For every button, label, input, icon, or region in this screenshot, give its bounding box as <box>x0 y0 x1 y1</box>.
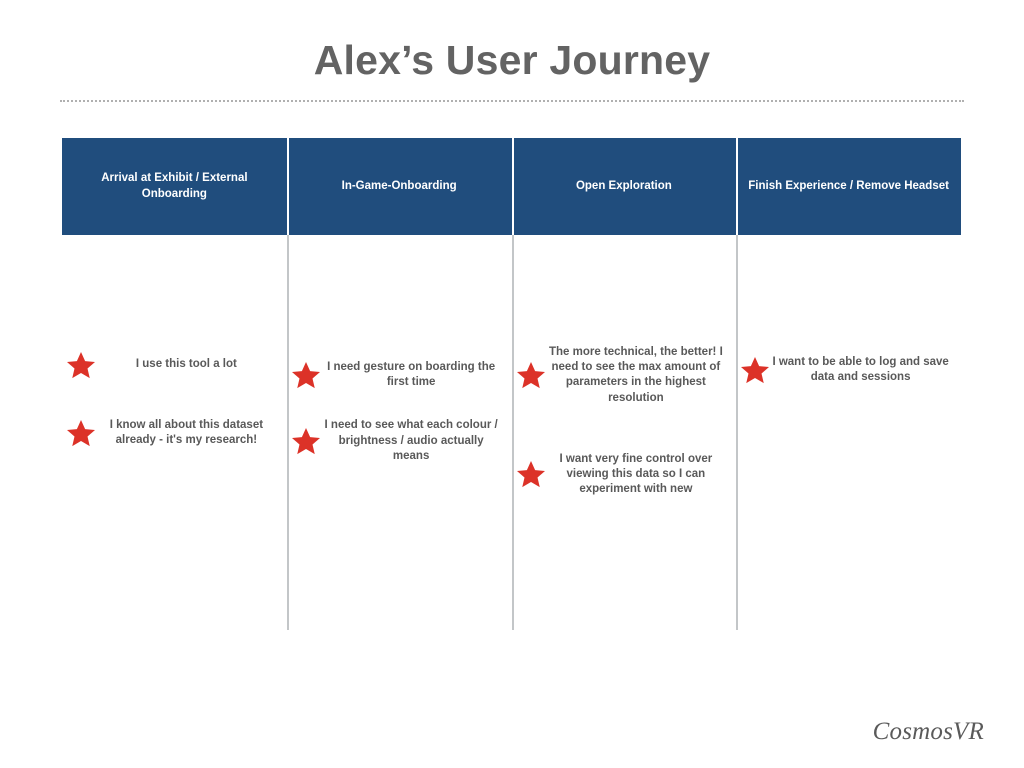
star-icon <box>516 459 546 489</box>
journey-item: The more technical, the better! I need t… <box>512 345 737 406</box>
journey-item: I use this tool a lot <box>62 350 287 380</box>
journey-body-row: I use this tool a lot I know all about t… <box>62 235 961 630</box>
journey-item: I need gesture on boarding the first tim… <box>287 360 512 390</box>
star-icon <box>66 418 96 448</box>
journey-item-text: I want to be able to log and save data a… <box>772 356 949 384</box>
title-divider <box>60 100 964 102</box>
journey-column-finish-experience: I want to be able to log and save data a… <box>736 235 961 630</box>
journey-column-in-game-onboarding: I need gesture on boarding the first tim… <box>286 235 512 630</box>
journey-item-text: The more technical, the better! I need t… <box>548 346 723 404</box>
journey-item: I need to see what each colour / brightn… <box>287 418 512 464</box>
journey-column-open-exploration: The more technical, the better! I need t… <box>511 235 737 630</box>
journey-item-text: I use this tool a lot <box>135 358 237 371</box>
journey-header-cell: In-Game-Onboarding <box>286 138 512 235</box>
journey-item-text: I need gesture on boarding the first tim… <box>327 361 496 389</box>
journey-item: I want very fine control over viewing th… <box>512 452 737 498</box>
star-icon <box>291 426 321 456</box>
journey-item-text: I need to see what each colour / brightn… <box>324 419 498 462</box>
journey-header-cell: Arrival at Exhibit / External Onboarding <box>101 171 248 200</box>
journey-item: I want to be able to log and save data a… <box>736 355 961 385</box>
star-icon <box>740 355 770 385</box>
journey-item-text: I want very fine control over viewing th… <box>559 452 713 496</box>
cosmosvr-logo: CosmosVR <box>872 718 984 745</box>
user-journey-table: Arrival at Exhibit / External Onboarding… <box>62 138 961 630</box>
star-icon <box>291 360 321 390</box>
journey-column-arrival-at-exhibit: I use this tool a lot I know all about t… <box>62 235 287 630</box>
journey-item: I know all about this dataset already - … <box>62 418 287 448</box>
journey-header-row: Arrival at Exhibit / External Onboarding… <box>62 138 961 235</box>
star-icon <box>516 360 546 390</box>
journey-item-text: I know all about this dataset already - … <box>109 419 264 447</box>
journey-header-cell: Open Exploration <box>511 138 737 235</box>
page-title: Alex’s User Journey <box>313 37 711 83</box>
star-icon <box>66 350 96 380</box>
journey-header-cell: Finish Experience / Remove Headset <box>736 138 961 235</box>
